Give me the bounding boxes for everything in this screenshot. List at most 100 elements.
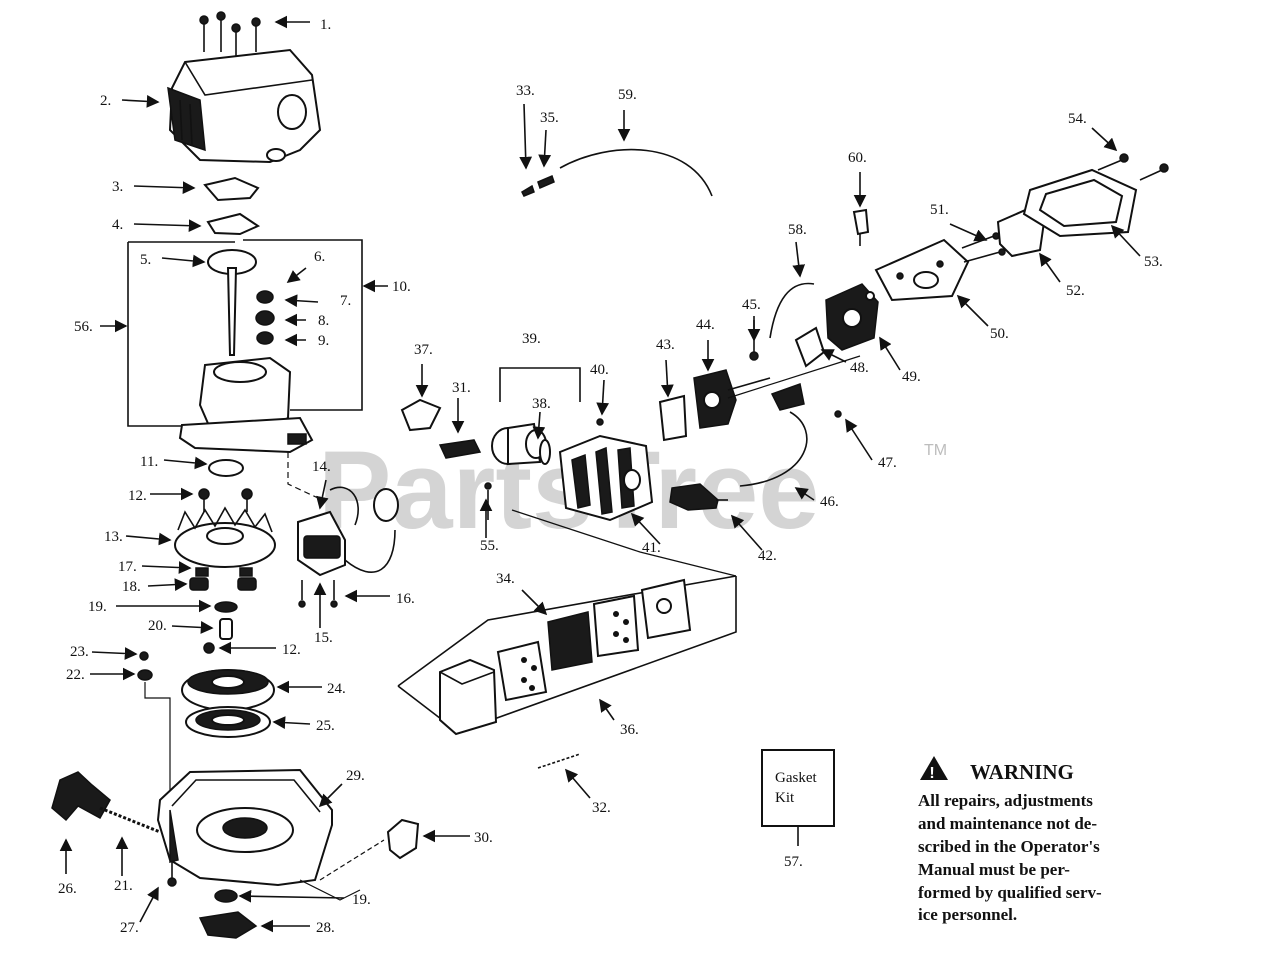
cylinder <box>558 434 654 522</box>
callout-label: 35. <box>540 110 559 126</box>
housing-screw <box>167 862 177 887</box>
callout-c34: 34. <box>496 571 548 616</box>
line-58 <box>769 282 815 339</box>
callout-c35: 35. <box>538 110 559 168</box>
callout-label: 17. <box>118 559 137 575</box>
callout-arrow <box>956 294 989 327</box>
callout-c38: 38. <box>532 396 551 440</box>
gasket-48 <box>794 326 826 368</box>
callout-label: 8. <box>318 313 329 329</box>
callout-c36: 36. <box>599 698 639 738</box>
callout-label: 1. <box>320 17 331 33</box>
callout-c41: 41. <box>630 512 661 556</box>
callout-label: 31. <box>452 380 471 396</box>
wire-46 <box>739 411 808 487</box>
callout-c54: 54. <box>1068 111 1118 152</box>
callout-c27: 27. <box>120 886 159 936</box>
washer-11 <box>208 459 244 477</box>
callout-c15: 15. <box>313 582 333 646</box>
callout-arrow <box>599 698 615 721</box>
air-filter-assembly <box>397 575 737 736</box>
callout-label: 55. <box>480 538 499 554</box>
callout-c25: 25. <box>272 716 335 734</box>
callout-c5: 5. <box>140 252 206 268</box>
callout-label: 30. <box>474 830 493 846</box>
callout-c6: 6. <box>286 249 325 283</box>
callout-c19a: 19. <box>88 599 212 615</box>
callout-label: 37. <box>414 342 433 358</box>
bracket-47 <box>770 383 842 418</box>
callout-arrow <box>630 512 661 545</box>
callout-label: 51. <box>930 202 949 218</box>
plate-50 <box>874 238 970 302</box>
callout-label: 26. <box>58 881 77 897</box>
filter-frame-53 <box>1022 168 1138 238</box>
callout-label: 4. <box>112 217 123 233</box>
callout-c39: 39. <box>522 331 541 347</box>
bracket-56 <box>127 242 185 427</box>
spring-32 <box>537 753 581 769</box>
callout-arrow <box>238 889 345 903</box>
spark-plug <box>669 483 728 511</box>
callout-arrow <box>1039 252 1061 283</box>
callout-label: 34. <box>496 571 515 587</box>
callout-label: 36. <box>620 722 639 738</box>
callout-label: 58. <box>788 222 807 238</box>
callout-label: 44. <box>696 317 715 333</box>
callout-arrow <box>141 561 192 574</box>
callout-label: 20. <box>148 618 167 634</box>
callout-c32: 32. <box>564 768 611 816</box>
callout-arrow <box>147 578 188 591</box>
callout-label: 21. <box>114 878 133 894</box>
callout-label: 52. <box>1066 283 1085 299</box>
bearings <box>255 290 275 345</box>
callout-label: 38. <box>532 396 551 412</box>
callout-arrow <box>538 129 552 168</box>
callout-c13: 13. <box>104 529 172 546</box>
callout-label: 16. <box>396 591 415 607</box>
callout-label: 15. <box>314 630 333 646</box>
callout-c58: 58. <box>788 222 807 278</box>
pawls <box>189 567 257 591</box>
callout-c30: 30. <box>422 829 493 846</box>
callout-c11: 11. <box>140 454 208 470</box>
bracket-39 <box>499 367 581 402</box>
callout-arrow <box>161 254 206 268</box>
callout-label: 49. <box>902 369 921 385</box>
gasket-kit-line1: Gasket <box>775 770 817 786</box>
crankcase <box>178 356 314 454</box>
callout-arrow <box>730 514 763 551</box>
callout-c19b: 19. <box>238 889 371 908</box>
callout-arrow <box>318 783 343 808</box>
callout-c53: 53. <box>1110 224 1163 270</box>
callout-arrow <box>139 886 159 923</box>
callout-label: 27. <box>120 920 139 936</box>
warning-line: ice personnel. <box>918 905 1017 924</box>
callout-label: 23. <box>70 644 89 660</box>
callout-c21: 21. <box>114 836 133 894</box>
callout-c2: 2. <box>100 93 160 109</box>
callout-label: 7. <box>340 293 351 309</box>
callout-arrow <box>286 267 307 283</box>
starter-handle <box>51 771 111 822</box>
callout-c60: 60. <box>848 150 867 208</box>
callout-label: 12. <box>128 488 147 504</box>
callout-c45: 45. <box>742 297 761 342</box>
callout-label: 19. <box>352 892 371 908</box>
gasket-kit-number: 57. <box>784 854 803 870</box>
warning-title: WARNING <box>970 760 1074 784</box>
intake-flange <box>203 176 260 202</box>
fuel-line <box>521 148 713 197</box>
callout-label: 32. <box>592 800 611 816</box>
carburetor <box>825 283 879 351</box>
callout-label: 3. <box>112 179 123 195</box>
callout-c43: 43. <box>656 337 675 398</box>
callout-label: 47. <box>878 455 897 471</box>
callout-label: 56. <box>74 319 93 335</box>
callout-label: 48. <box>850 360 869 376</box>
spacer-20 <box>219 618 233 640</box>
callout-c28: 28. <box>260 919 335 936</box>
callout-c31: 31. <box>451 380 471 434</box>
callout-label: 33. <box>516 83 535 99</box>
callout-c4: 4. <box>112 217 202 233</box>
